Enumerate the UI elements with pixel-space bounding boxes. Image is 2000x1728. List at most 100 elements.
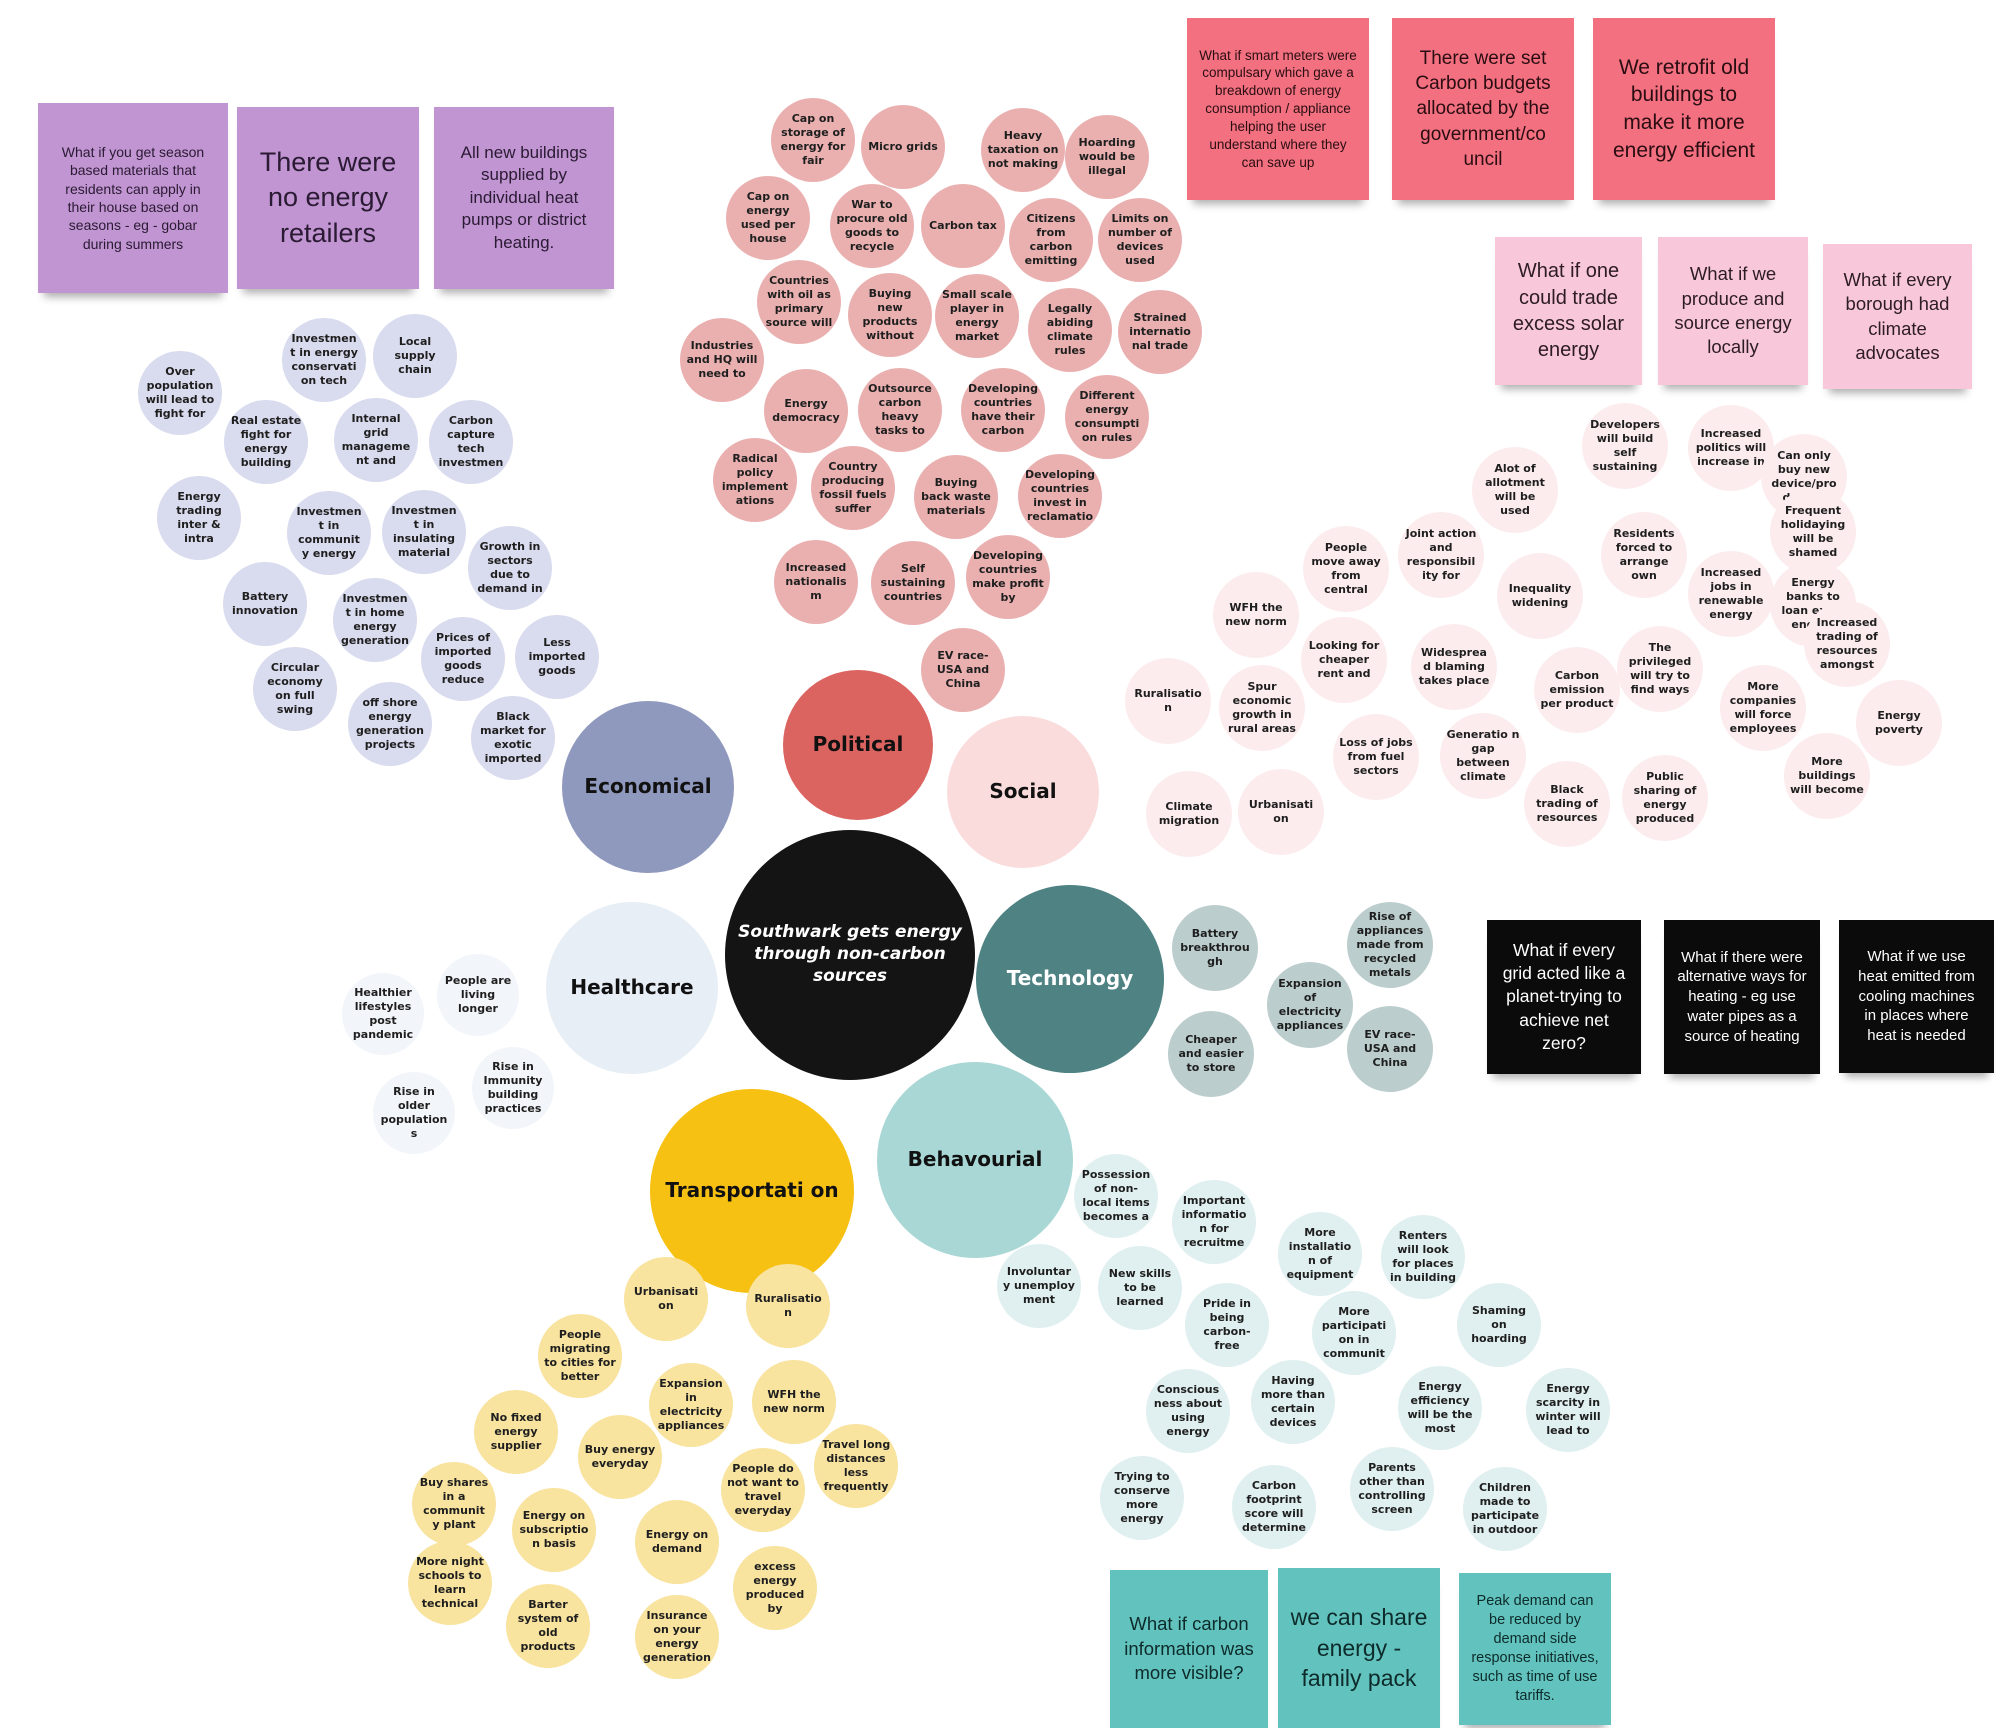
technology-idea-bubble: Cheaper and easier to store [1168,1011,1254,1097]
transportation-idea-bubble: Energy on subscriptio n basis [512,1488,596,1572]
behavioural-idea-bubble: Having more than certain devices [1251,1360,1335,1444]
social-idea-bubble: Widesprea d blaming takes place [1411,624,1497,710]
behavioural-idea-bubble: Carbon footprint score will determine [1232,1465,1316,1549]
sticky-note-black: What if every grid acted like a planet-t… [1487,920,1641,1074]
behavioural-idea-bubble: Possession of non- local items becomes a [1074,1154,1158,1238]
social-idea-bubble: Urbanisati on [1238,769,1324,855]
social-idea-bubble: Climate migration [1146,771,1232,857]
economical-idea-bubble: Investmen t in home energy generation [333,578,417,662]
behavioural-idea-bubble: Children made to participate in outdoor [1463,1467,1547,1551]
healthcare-idea-bubble: Rise in older population s [373,1072,455,1154]
behavioural-idea-bubble: Involuntar y unemploy ment [997,1244,1081,1328]
social-idea-bubble: Joint action and responsibil ity for [1398,512,1484,598]
sticky-note-pink: What if one could trade excess solar ene… [1495,237,1642,385]
social-idea-bubble: Spur economic growth in rural areas [1219,665,1305,751]
political-idea-bubble: Small scale player in energy market [935,274,1019,358]
economical-idea-bubble: Investmen t in energy conservati on tech [282,318,366,402]
transportation-idea-bubble: People migrating to cities for better [538,1314,622,1398]
transportation-idea-bubble: Barter system of old products [506,1584,590,1668]
political-idea-bubble: Legally abiding climate rules [1028,288,1112,372]
social-idea-bubble: Black trading of resources [1524,761,1610,847]
political-idea-bubble: EV race- USA and China [921,628,1005,712]
political-idea-bubble: Industries and HQ will need to [680,318,764,402]
social-idea-bubble: Generatio n gap between climate [1440,713,1526,799]
category-economical: Economical [562,701,734,873]
social-idea-bubble: Energy poverty [1856,680,1942,766]
category-social: Social [947,716,1099,868]
transportation-idea-bubble: WFH the new norm [752,1360,836,1444]
behavioural-idea-bubble: Important informatio n for recruitme [1172,1180,1256,1264]
healthcare-idea-bubble: Rise in Immunity building practices [472,1047,554,1129]
social-idea-bubble: Loss of jobs from fuel sectors [1333,714,1419,800]
political-idea-bubble: Cap on energy used per house [726,176,810,260]
economical-idea-bubble: Battery innovation [223,562,307,646]
economical-idea-bubble: off shore energy generation projects [348,682,432,766]
sticky-note-purple: What if you get season based materials t… [38,103,228,293]
transportation-idea-bubble: People do not want to travel everyday [721,1448,805,1532]
political-idea-bubble: Citizens from carbon emitting [1009,198,1093,282]
behavioural-idea-bubble: More installatio n of equipment [1278,1212,1362,1296]
transportation-idea-bubble: More night schools to learn technical [408,1541,492,1625]
behavioural-idea-bubble: Pride in being carbon- free [1185,1283,1269,1367]
political-idea-bubble: Heavy taxation on not making [981,108,1065,192]
political-idea-bubble: Carbon tax [921,184,1005,268]
political-idea-bubble: Developing countries invest in reclamati… [1018,454,1102,538]
economical-idea-bubble: Over population will lead to fight for [138,351,222,435]
social-idea-bubble: More buildings will become [1784,733,1870,819]
technology-idea-bubble: Rise of appliances made from recycled me… [1347,902,1433,988]
category-behavioural: Behavourial [877,1062,1073,1258]
economical-idea-bubble: Internal grid manageme nt and [334,398,418,482]
political-idea-bubble: Micro grids [861,105,945,189]
behavioural-idea-bubble: More participati on in communit [1312,1291,1396,1375]
political-idea-bubble: Countries with oil as primary source wil… [757,260,841,344]
central-topic-bubble: Southwark gets energy through non-carbon… [725,830,975,1080]
transportation-idea-bubble: Ruralisatio n [746,1264,830,1348]
category-healthcare: Healthcare [546,902,718,1074]
economical-idea-bubble: Circular economy on full swing [253,647,337,731]
transportation-idea-bubble: Insurance on your energy generation [635,1595,719,1679]
transportation-idea-bubble: Urbanisati on [624,1257,708,1341]
economical-idea-bubble: Energy trading inter & intra [157,476,241,560]
social-idea-bubble: Carbon emission per product [1534,647,1620,733]
sticky-note-red: We retrofit old buildings to make it mor… [1593,18,1775,200]
behavioural-idea-bubble: Energy scarcity in winter will lead to [1526,1368,1610,1452]
social-idea-bubble: Looking for cheaper rent and [1301,617,1387,703]
social-idea-bubble: Public sharing of energy produced [1622,755,1708,841]
economical-idea-bubble: Carbon capture tech investmen [429,400,513,484]
sticky-note-black: What if there were alternative ways for … [1664,920,1820,1074]
behavioural-idea-bubble: Renters will look for places in building [1381,1215,1465,1299]
economical-idea-bubble: Investmen t in communit y energy [287,491,371,575]
category-political: Political [783,670,933,820]
transportation-idea-bubble: Buy energy everyday [578,1415,662,1499]
economical-idea-bubble: Investmen t in insulating material [382,490,466,574]
transportation-idea-bubble: Buy shares in a communit y plant [412,1462,496,1546]
healthcare-idea-bubble: People are living longer [437,954,519,1036]
category-technology: Technology [976,885,1164,1073]
sticky-note-purple: All new buildings supplied by individual… [434,107,614,289]
technology-idea-bubble: EV race-USA and China [1347,1006,1433,1092]
social-idea-bubble: The privileged will try to find ways [1617,626,1703,712]
social-idea-bubble: Increased trading of resources amongst [1804,601,1890,687]
social-idea-bubble: People move away from central [1303,526,1389,612]
social-idea-bubble: Increased politics will increase in [1688,405,1774,491]
sticky-note-pink: What if every borough had climate advoca… [1823,244,1972,389]
political-idea-bubble: Buying back waste materials [914,455,998,539]
sticky-note-purple: There were no energy retailers [237,107,419,289]
sticky-note-teal: we can share energy - family pack [1278,1568,1440,1728]
social-idea-bubble: Frequent holidaying will be shamed [1770,489,1856,575]
political-idea-bubble: Self sustaining countries [871,541,955,625]
economical-idea-bubble: Prices of imported goods reduce [421,617,505,701]
behavioural-idea-bubble: Parents other than controlling screen [1350,1447,1434,1531]
sticky-note-teal: Peak demand can be reduced by demand sid… [1459,1573,1611,1725]
social-idea-bubble: Increased jobs in renewable energy [1688,551,1774,637]
economical-idea-bubble: Growth in sectors due to demand in [468,526,552,610]
sticky-note-black: What if we use heat emitted from cooling… [1839,920,1994,1073]
political-idea-bubble: Country producing fossil fuels suffer [811,446,895,530]
political-idea-bubble: Buying new products without [848,273,932,357]
transportation-idea-bubble: Travel long distances less frequently [814,1424,898,1508]
sticky-note-teal: What if carbon information was more visi… [1110,1570,1268,1728]
social-idea-bubble: Alot of allotment will be used [1472,447,1558,533]
political-idea-bubble: Different energy consumpti on rules [1065,375,1149,459]
behavioural-idea-bubble: Conscious ness about using energy [1146,1369,1230,1453]
